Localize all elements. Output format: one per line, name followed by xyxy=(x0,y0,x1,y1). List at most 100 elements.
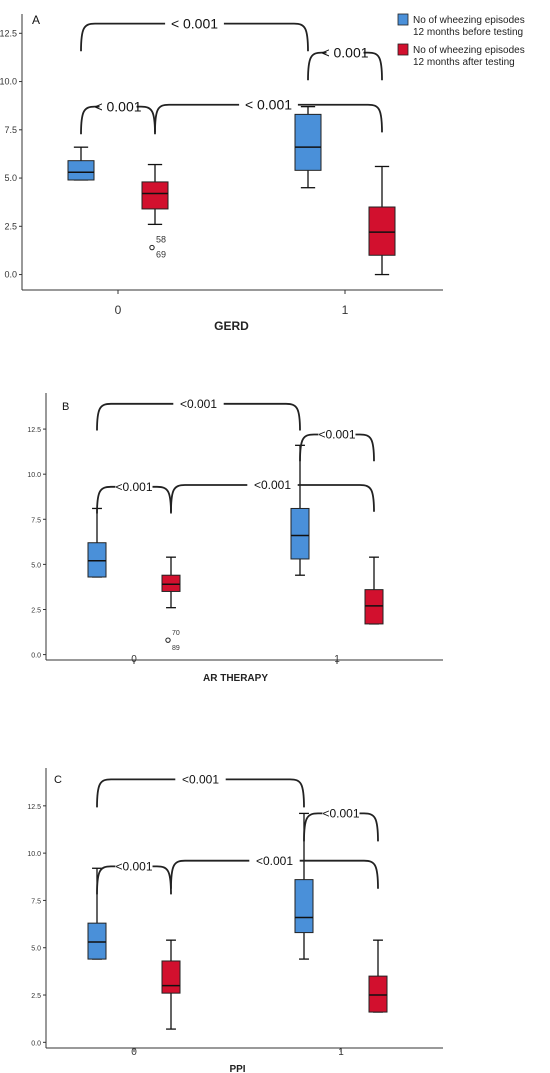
box-rect xyxy=(294,113,322,171)
box-rect xyxy=(364,589,384,625)
bracket-label-bg xyxy=(165,15,224,32)
box-rect xyxy=(368,975,388,1013)
significance-annotation: <0.001 xyxy=(303,805,379,842)
significance-annotation: < 0.001 xyxy=(80,98,156,135)
box-after-1 xyxy=(368,939,388,1013)
x-tick-label: 1 xyxy=(334,654,340,665)
outlier-label: 58 xyxy=(156,235,166,245)
outlier-label: 89 xyxy=(172,645,180,652)
y-tick-label: 5.0 xyxy=(31,562,41,569)
y-tick-label: 2.5 xyxy=(31,607,41,614)
box-rect xyxy=(161,574,181,592)
x-tick-label: 1 xyxy=(338,1047,344,1058)
box-rect xyxy=(87,922,107,960)
box-before-0 xyxy=(67,146,95,181)
y-tick-label: 5.0 xyxy=(4,173,17,183)
significance-annotation: < 0.001 xyxy=(80,15,309,52)
p-value-label: < 0.001 xyxy=(321,45,368,61)
y-tick-label: 2.5 xyxy=(31,993,41,1000)
bracket-label-bg xyxy=(173,395,224,412)
legend-label: 12 months before testing xyxy=(413,27,523,38)
legend-label: 12 months after testing xyxy=(413,57,515,68)
bracket-label-bg xyxy=(99,98,137,115)
box-after-0 xyxy=(161,939,181,1030)
legend-swatch xyxy=(397,13,409,26)
y-tick-label: 0.0 xyxy=(31,1040,41,1047)
panel-letter: C xyxy=(54,774,62,786)
box-before-1 xyxy=(290,444,310,576)
box-before-1 xyxy=(294,812,314,960)
y-tick-label: 10.0 xyxy=(27,472,41,479)
box-rect xyxy=(290,507,310,560)
y-tick-label: 7.5 xyxy=(4,125,17,135)
p-value-label: <0.001 xyxy=(318,428,355,442)
x-axis-label: PPI xyxy=(229,1064,245,1073)
box-before-1 xyxy=(294,105,322,189)
x-tick-label: 1 xyxy=(342,303,349,317)
bracket-label-bg xyxy=(249,852,300,869)
p-value-label: < 0.001 xyxy=(94,99,141,115)
bracket-label-bg xyxy=(322,805,360,822)
y-tick-label: 5.0 xyxy=(31,946,41,953)
p-value-label: <0.001 xyxy=(182,773,219,787)
y-tick-label: 2.5 xyxy=(4,221,17,231)
y-tick-label: 12.5 xyxy=(27,427,41,434)
outlier-point xyxy=(149,244,155,251)
bracket-label-bg xyxy=(326,44,364,61)
p-value-label: < 0.001 xyxy=(171,16,218,32)
p-value-label: <0.001 xyxy=(115,480,152,494)
p-value-label: <0.001 xyxy=(254,478,291,492)
y-tick-label: 10.0 xyxy=(27,851,41,858)
box-rect xyxy=(161,960,181,994)
x-axis-label: GERD xyxy=(214,319,249,333)
significance-annotation: < 0.001 xyxy=(154,96,383,133)
significance-annotation: < 0.001 xyxy=(307,44,383,81)
bracket-label-bg xyxy=(247,477,298,494)
box-after-0: 70 89 xyxy=(161,556,181,652)
p-value-label: <0.001 xyxy=(115,860,152,874)
box-rect xyxy=(67,160,95,181)
legend-label: No of wheezing episodes xyxy=(413,15,525,26)
panel-letter: B xyxy=(62,401,69,413)
bracket-label-bg xyxy=(239,96,298,113)
outlier-point xyxy=(165,637,171,643)
legend-label: No of wheezing episodes xyxy=(413,45,525,56)
significance-annotation: <0.001 xyxy=(299,426,375,462)
significance-annotation: <0.001 xyxy=(96,771,305,808)
box-rect xyxy=(294,879,314,934)
box-rect xyxy=(87,542,107,578)
box-rect xyxy=(141,181,169,210)
p-value-label: <0.001 xyxy=(322,807,359,821)
box-before-0 xyxy=(87,867,107,960)
significance-annotation: <0.001 xyxy=(170,852,379,889)
y-tick-label: 0.0 xyxy=(4,270,17,280)
significance-annotation: <0.001 xyxy=(96,478,172,514)
y-tick-label: 7.5 xyxy=(31,898,41,905)
x-tick-label: 0 xyxy=(115,303,122,317)
box-after-0: 58 69 xyxy=(141,163,169,260)
bracket-label-bg xyxy=(175,771,226,788)
bracket-label-bg xyxy=(115,478,153,495)
significance-annotation: <0.001 xyxy=(170,477,375,512)
box-after-1 xyxy=(368,165,396,276)
p-value-label: <0.001 xyxy=(180,397,217,411)
box-after-1 xyxy=(364,556,384,625)
p-value-label: < 0.001 xyxy=(245,97,292,113)
outlier-label: 70 xyxy=(172,630,180,637)
box-rect xyxy=(368,206,396,256)
legend-swatch xyxy=(397,43,409,56)
x-tick-label: 0 xyxy=(131,1047,137,1058)
bracket-label-bg xyxy=(115,858,153,875)
panel-letter: A xyxy=(32,13,40,27)
outlier-label: 69 xyxy=(156,250,166,260)
significance-annotation: <0.001 xyxy=(96,858,172,895)
y-tick-label: 12.5 xyxy=(27,804,41,811)
bracket-label-bg xyxy=(318,426,356,443)
p-value-label: <0.001 xyxy=(256,854,293,868)
y-tick-label: 10.0 xyxy=(0,77,17,87)
y-tick-label: 0.0 xyxy=(31,653,41,660)
box-before-0 xyxy=(87,507,107,578)
